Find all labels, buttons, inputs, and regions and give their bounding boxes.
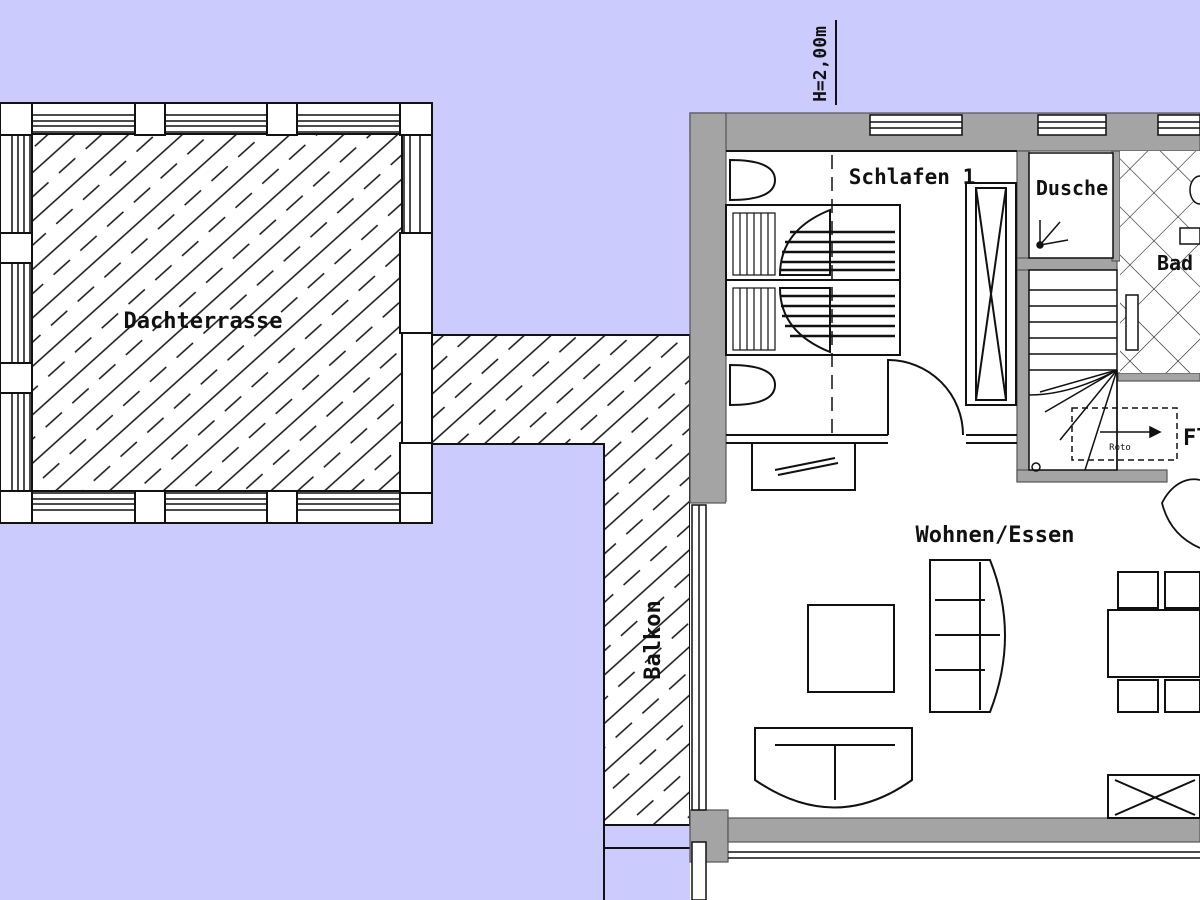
room-label-dusche: Dusche bbox=[1036, 176, 1108, 200]
dachterrasse-area: Dachterrasse bbox=[0, 102, 433, 524]
bottom-window bbox=[691, 841, 1200, 900]
room-label-balkon: Balkon bbox=[641, 600, 666, 679]
room-label-dachterrasse: Dachterrasse bbox=[124, 309, 283, 334]
room-label-schlafen: Schlafen 1 bbox=[849, 165, 975, 189]
room-label-flur: Fl bbox=[1183, 426, 1200, 451]
wardrobe bbox=[965, 182, 1017, 406]
stair-label: Roto bbox=[1109, 443, 1131, 453]
terrace-posts bbox=[0, 102, 433, 524]
living-door bbox=[1161, 478, 1200, 549]
coffee-table bbox=[807, 604, 895, 693]
windows bbox=[691, 114, 1200, 811]
balkon-area: Balkon bbox=[431, 334, 691, 900]
double-bed bbox=[725, 155, 901, 440]
living-furniture bbox=[754, 559, 1200, 819]
house-plan: Schlafen 1 Dusche Bad bbox=[689, 112, 1200, 900]
height-label: H=2,00m bbox=[810, 26, 831, 102]
shower bbox=[1028, 152, 1114, 259]
height-annotation: H=2,00m bbox=[810, 20, 837, 105]
bathroom: Bad bbox=[1120, 151, 1200, 373]
staircase bbox=[1028, 269, 1178, 472]
sideboard bbox=[751, 442, 856, 491]
terrace-railing bbox=[11, 114, 421, 511]
bedroom-door bbox=[887, 358, 964, 436]
room-label-bad: Bad bbox=[1157, 251, 1193, 275]
room-label-wohnen: Wohnen/Essen bbox=[916, 523, 1075, 548]
